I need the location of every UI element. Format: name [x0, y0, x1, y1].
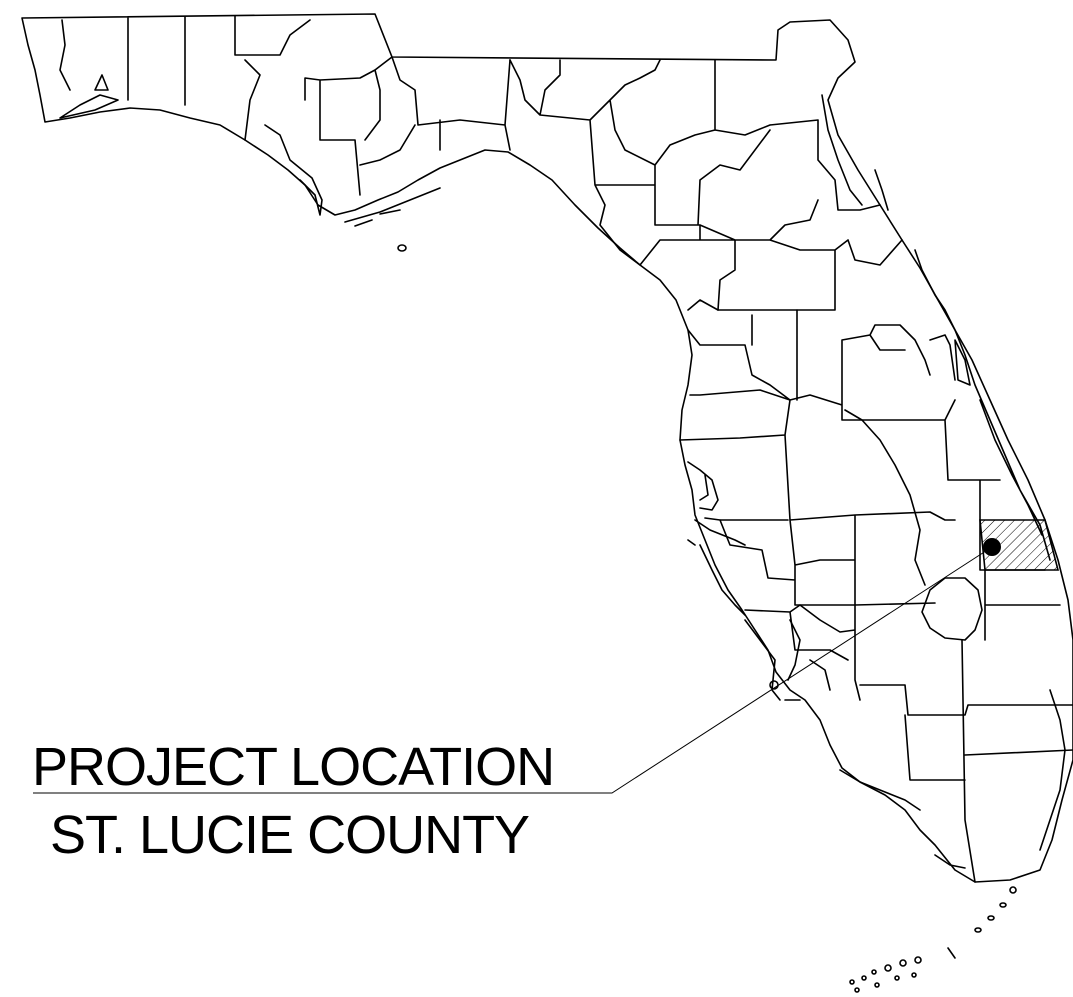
panhandle-coast-detail [59, 74, 323, 216]
st-lucie-county-highlight [979, 519, 1060, 571]
county-lines-central [679, 299, 1046, 606]
county-lines-north [509, 59, 903, 311]
kissimmee-river [844, 409, 926, 586]
county-name-label: ST. LUCIE COUNTY [50, 805, 530, 865]
gulf-islands [344, 187, 441, 252]
lake-okeechobee [921, 577, 983, 641]
florida-keys [849, 886, 1017, 993]
everglades-coast [839, 689, 1066, 869]
project-location-label: PROJECT LOCATION [32, 737, 555, 797]
sw-coast-detail [744, 619, 831, 701]
county-lines-panhandle [59, 15, 511, 196]
tampa-bay [687, 461, 746, 616]
county-lines-south [744, 569, 1073, 883]
indian-river-lagoon [821, 94, 1051, 561]
leader-line [33, 546, 993, 794]
